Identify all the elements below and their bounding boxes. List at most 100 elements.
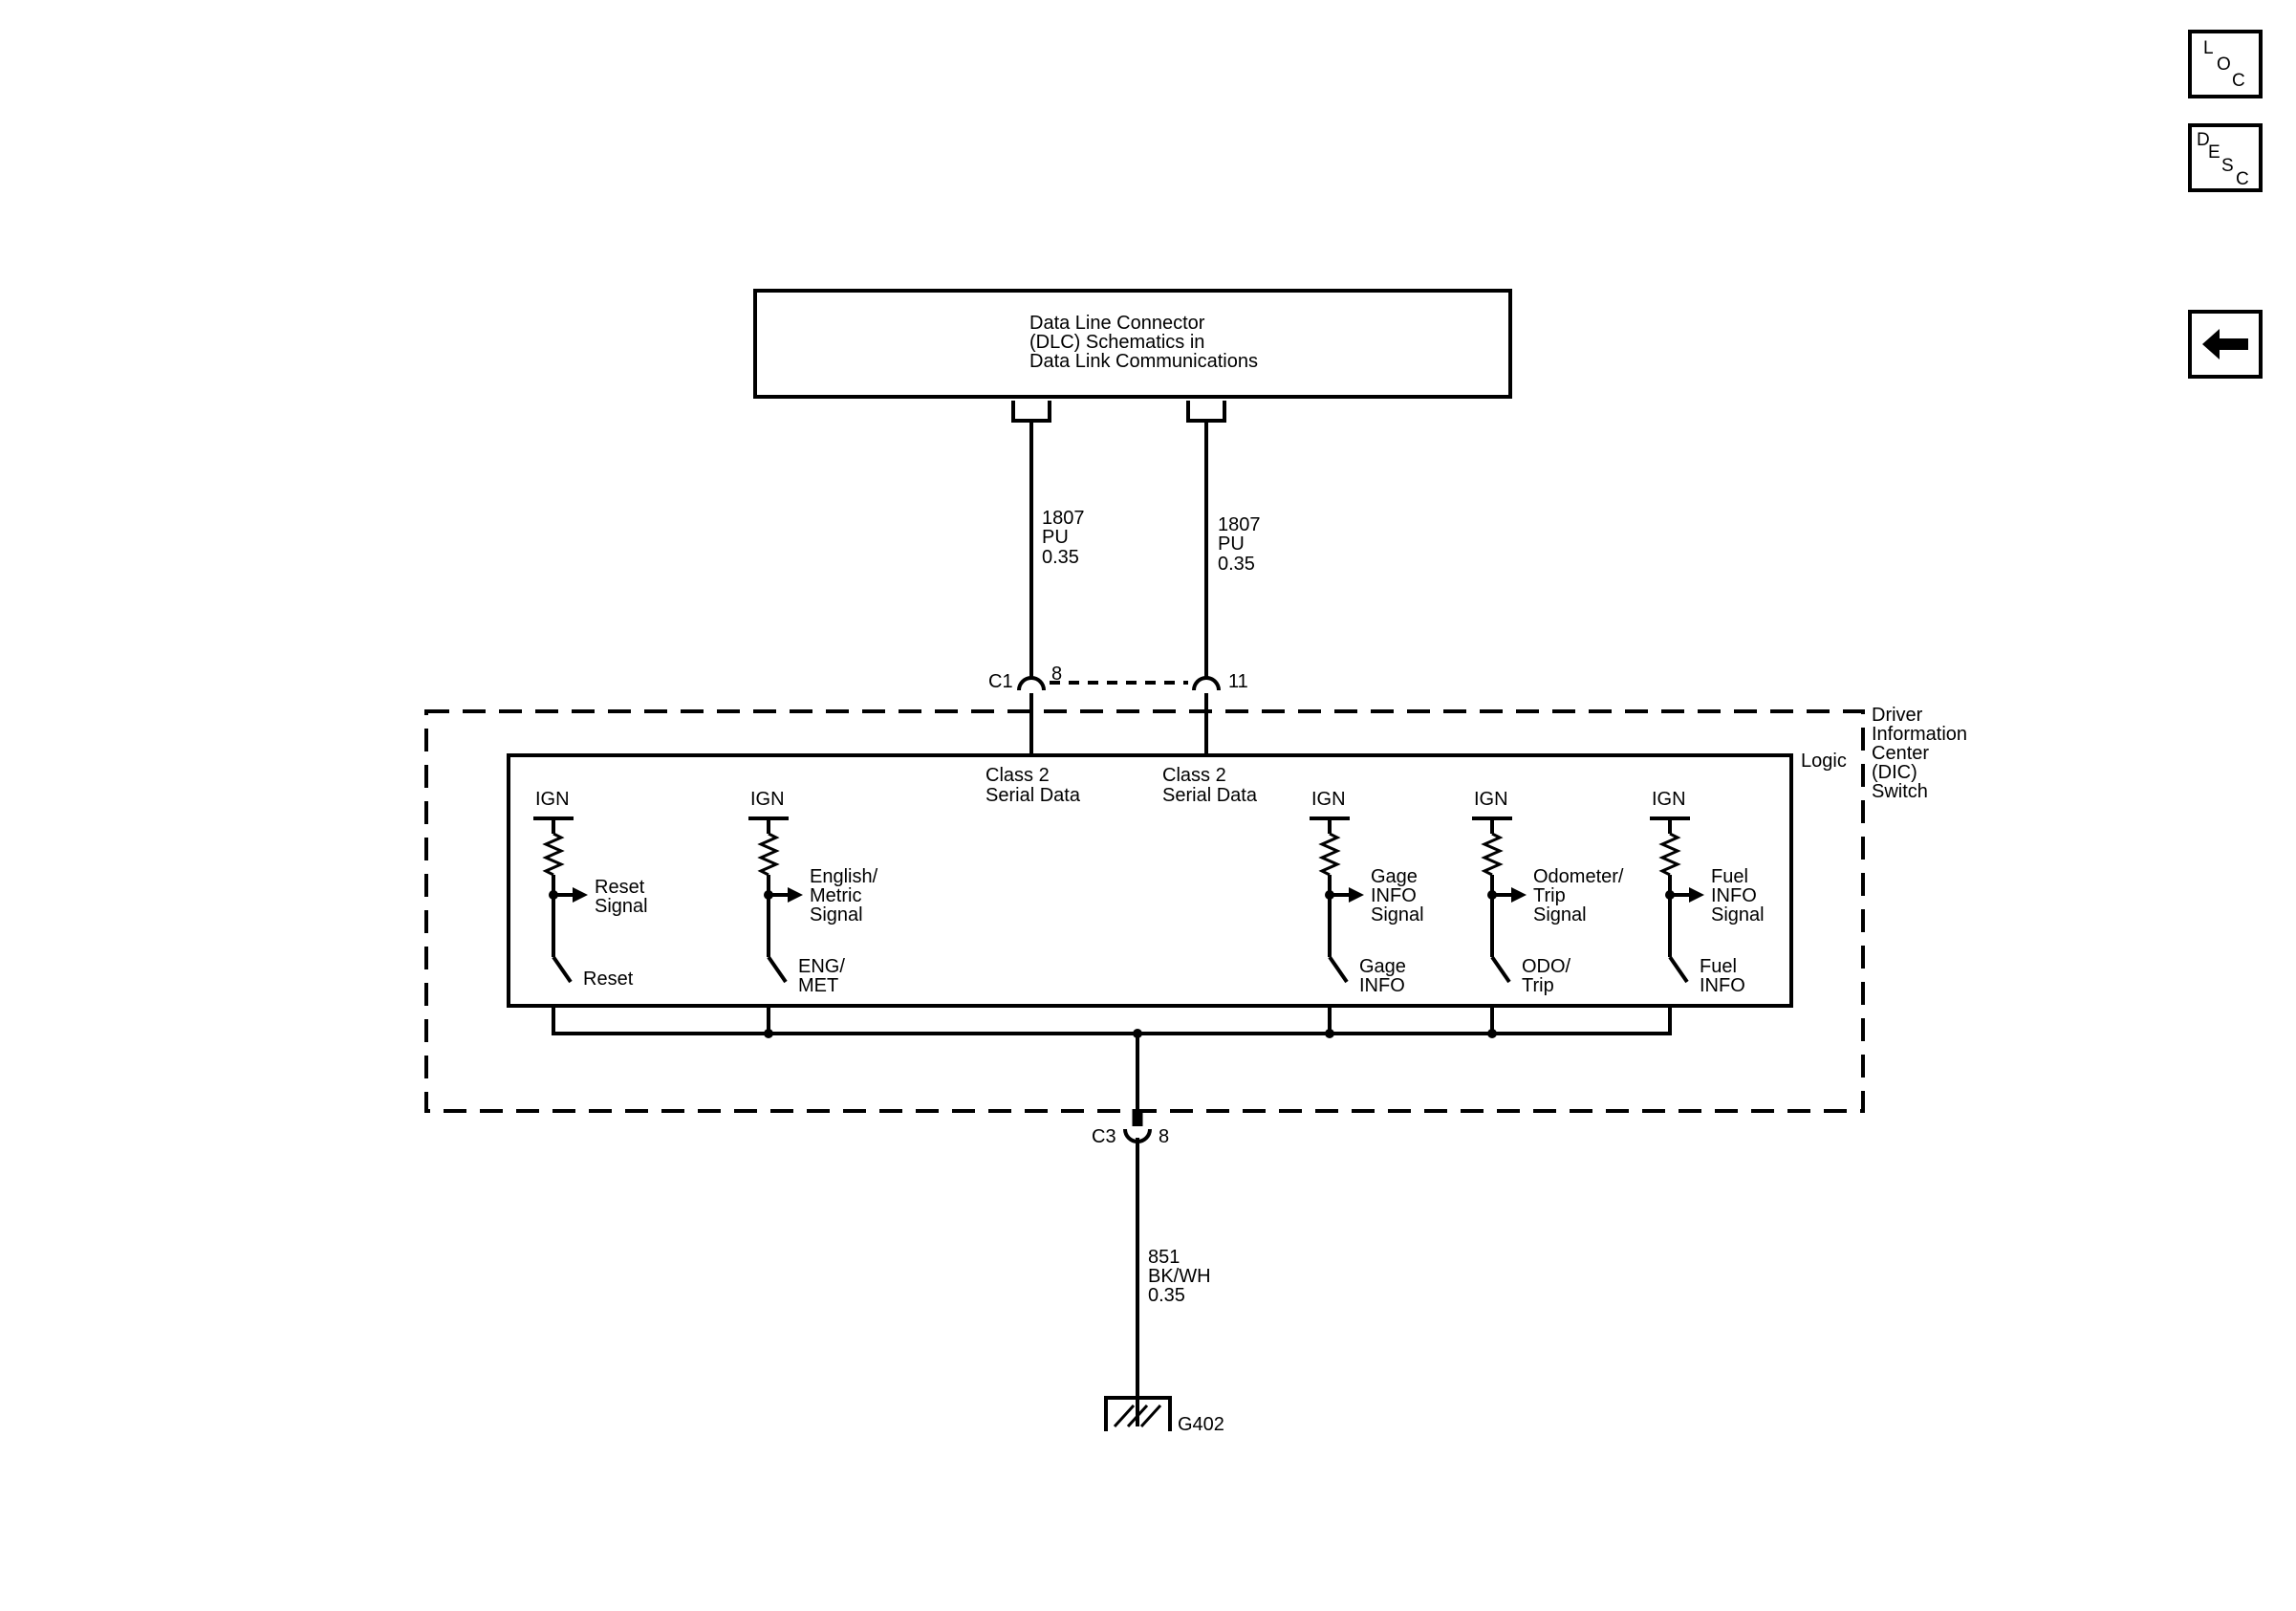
dlc-terminal-left [1011, 401, 1051, 423]
ground-bus [552, 1006, 1672, 1123]
switch-contact-icon [1668, 955, 1689, 984]
switch-label-line-1: Reset [583, 969, 634, 990]
signal-label-line-3: Signal [1711, 904, 1765, 925]
switch-label-line-1: ENG/ [798, 956, 845, 977]
serial-data-right: Class 2 Serial Data [1162, 765, 1258, 806]
ground-symbol-icon [1104, 1396, 1172, 1431]
logic-box: Logic [507, 751, 1847, 1008]
signal-label-line-3: Signal [810, 904, 863, 925]
ign-label: IGN [535, 789, 570, 810]
signal-arrow-icon [1511, 887, 1527, 903]
wire-ground-label: 851 BK/WH 0.35 [1148, 1247, 1211, 1306]
signal-label-line-2: INFO [1371, 885, 1417, 906]
connector-c3-name: C3 [1092, 1126, 1116, 1147]
dic-switch-label: Driver Information Center (DIC) Switch [1872, 705, 1967, 802]
back-button[interactable] [2188, 310, 2263, 379]
dlc-box-line-2: (DLC) Schematics in [1029, 332, 1204, 353]
signal-label-line-2: Trip [1533, 885, 1566, 906]
switch-label-line-2: INFO [1359, 975, 1405, 996]
desc-letter-e: E [2208, 142, 2220, 163]
signal-arrow-icon [788, 887, 803, 903]
dic-label-line-4: (DIC) [1872, 762, 1917, 783]
ign-label: IGN [1474, 789, 1508, 810]
switch-contact-icon [552, 955, 573, 984]
signal-arrow-icon [573, 887, 588, 903]
resistor-icon [757, 832, 780, 877]
switch-contact-icon [767, 955, 788, 984]
switch-label-line-1: ODO/ [1522, 956, 1571, 977]
desc-letter-s: S [2221, 156, 2234, 176]
logic-label: Logic [1801, 751, 1847, 772]
desc-letter-c: C [2236, 169, 2249, 189]
signal-label-line-1: Reset [595, 877, 645, 898]
dic-label-line-5: Switch [1872, 781, 1928, 802]
dic-label-line-2: Information [1872, 724, 1967, 745]
dic-label-line-3: Center [1872, 743, 1929, 764]
dlc-box-line-1: Data Line Connector [1029, 313, 1205, 334]
signal-label-line-2: INFO [1711, 885, 1757, 906]
serial-data-left-line-2: Serial Data [986, 785, 1081, 806]
dlc-terminal-right [1186, 401, 1226, 423]
wire-ground-circuit: 851 [1148, 1247, 1180, 1268]
desc-button[interactable]: D E S C [2188, 123, 2263, 192]
connector-c1-name: C1 [988, 671, 1013, 692]
loc-letter-o: O [2217, 54, 2231, 75]
dic-switch-boundary [424, 709, 1865, 1113]
desc-letter-d: D [2197, 130, 2210, 150]
switch-label-line-2: MET [798, 975, 838, 996]
dic-label-line-1: Driver [1872, 705, 1923, 726]
connector-c1-pin-right: 11 [1228, 671, 1248, 692]
connector-c3-pin: 8 [1159, 1126, 1169, 1147]
switch-label-line-1: Gage [1359, 956, 1406, 977]
serial-data-left-line-1: Class 2 [986, 765, 1050, 786]
connector-c1: C1 8 11 [988, 664, 1248, 692]
wire-right-label: 1807 PU 0.35 [1218, 514, 1261, 575]
dlc-box-line-3: Data Link Communications [1029, 351, 1258, 372]
switch-label-line-1: Fuel [1700, 956, 1737, 977]
resistor-icon [1481, 832, 1504, 877]
wire-right-size: 0.35 [1218, 554, 1255, 575]
signal-label-line-1: Fuel [1711, 866, 1748, 887]
left-arrow-icon [2202, 329, 2248, 359]
resistor-icon [542, 832, 565, 877]
connector-c3: C3 8 [1092, 1109, 1169, 1147]
signal-arrow-icon [1349, 887, 1364, 903]
ground-g402: G402 [1104, 1396, 1224, 1435]
wire-right-color: PU [1218, 533, 1245, 555]
serial-data-right-line-1: Class 2 [1162, 765, 1226, 786]
connector-c1-pin-left: 8 [1051, 664, 1062, 685]
signal-label-line-2: Signal [595, 896, 648, 917]
wire-right-circuit: 1807 [1218, 514, 1261, 535]
ign-label: IGN [1652, 789, 1686, 810]
signal-arrow-icon [1689, 887, 1704, 903]
switch-label-line-2: INFO [1700, 975, 1745, 996]
wire-left-size: 0.35 [1042, 547, 1079, 568]
ign-label: IGN [750, 789, 785, 810]
wire-left-color: PU [1042, 527, 1069, 548]
signal-label-line-3: Signal [1371, 904, 1424, 925]
switch-contact-icon [1490, 955, 1511, 984]
serial-data-left: Class 2 Serial Data [986, 765, 1081, 806]
serial-data-right-line-2: Serial Data [1162, 785, 1258, 806]
wire-ground-size: 0.35 [1148, 1285, 1185, 1306]
wire-left-label: 1807 PU 0.35 [1042, 508, 1085, 568]
resistor-icon [1318, 832, 1341, 877]
switch-label-line-2: Trip [1522, 975, 1554, 996]
signal-label-line-1: Odometer/ [1533, 866, 1624, 887]
signal-label-line-3: Signal [1533, 904, 1587, 925]
switch-contact-icon [1328, 955, 1349, 984]
signal-label-line-1: English/ [810, 866, 878, 887]
signal-label-line-1: Gage [1371, 866, 1418, 887]
signal-label-line-2: Metric [810, 885, 861, 906]
loc-letter-c: C [2232, 71, 2245, 91]
resistor-icon [1658, 832, 1681, 877]
ground-name: G402 [1178, 1414, 1224, 1435]
loc-letter-l: L [2203, 38, 2214, 58]
dlc-box: Data Line Connector (DLC) Schematics in … [753, 289, 1512, 399]
loc-button[interactable]: L O C [2188, 30, 2263, 98]
